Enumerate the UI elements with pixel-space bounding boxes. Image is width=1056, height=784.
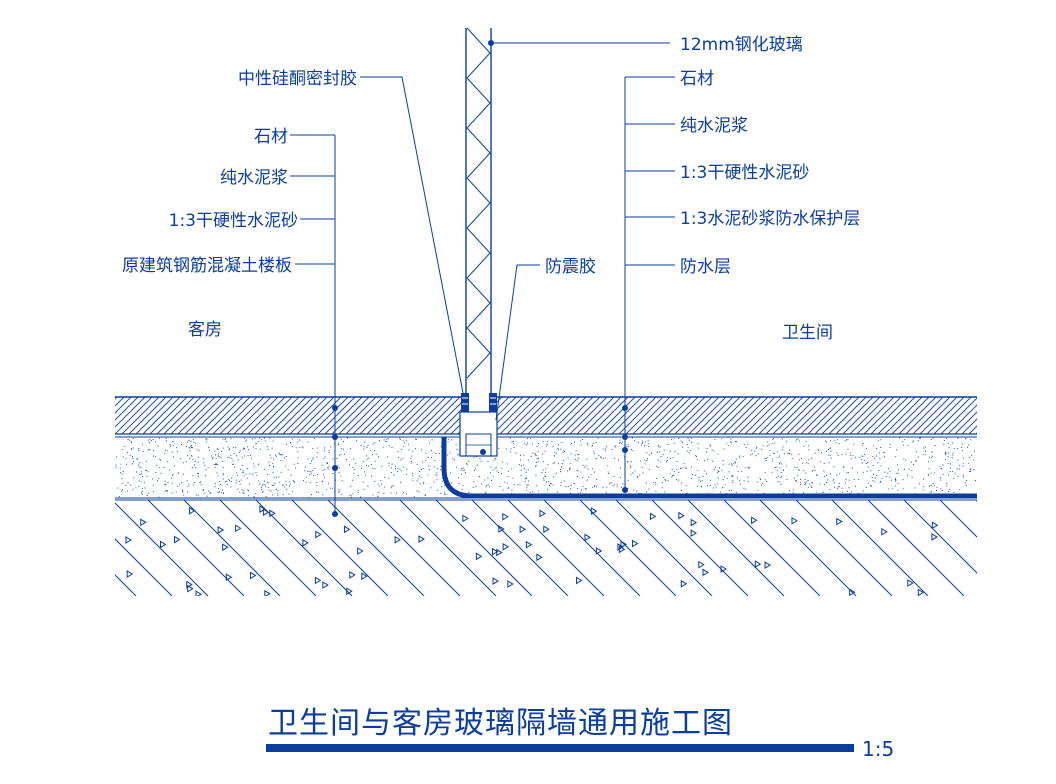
- label-left-stone: 石材: [254, 127, 288, 147]
- leader-dots: [332, 405, 628, 517]
- label-right-cement-slurry: 纯水泥浆: [680, 116, 748, 136]
- label-right-waterproof: 防水层: [680, 257, 731, 277]
- label-right-dry-mortar: 1:3干硬性水泥砂: [680, 163, 809, 183]
- label-shock-glue: 防震胶: [545, 257, 596, 277]
- sealant-blocks: [461, 393, 497, 412]
- glass-panel: [465, 27, 492, 456]
- label-sealant: 中性硅酮密封胶: [238, 69, 357, 89]
- label-glass: 12mm钢化玻璃: [680, 35, 803, 55]
- drawing-title: 卫生间与客房玻璃隔墙通用施工图: [268, 706, 733, 741]
- leader-lines: [290, 40, 675, 514]
- label-right-stone: 石材: [680, 69, 714, 89]
- room-right-label: 卫生间: [782, 323, 833, 343]
- title-underline: [266, 744, 854, 752]
- label-left-cement-slurry: 纯水泥浆: [220, 168, 288, 188]
- label-left-slab: 原建筑钢筋混凝土楼板: [122, 256, 292, 276]
- room-left-label: 客房: [188, 320, 222, 340]
- dry-mortar-layer: [115, 437, 977, 499]
- stone-layer: [115, 396, 977, 435]
- glass-base-channel: [459, 411, 498, 457]
- label-right-protect: 1:3水泥砂浆防水保护层: [680, 209, 860, 229]
- waterproof-membrane: [441, 437, 977, 499]
- concrete-slab: [115, 499, 977, 596]
- label-left-dry-mortar: 1:3干硬性水泥砂: [169, 211, 298, 231]
- drawing-scale: 1:5: [862, 737, 894, 761]
